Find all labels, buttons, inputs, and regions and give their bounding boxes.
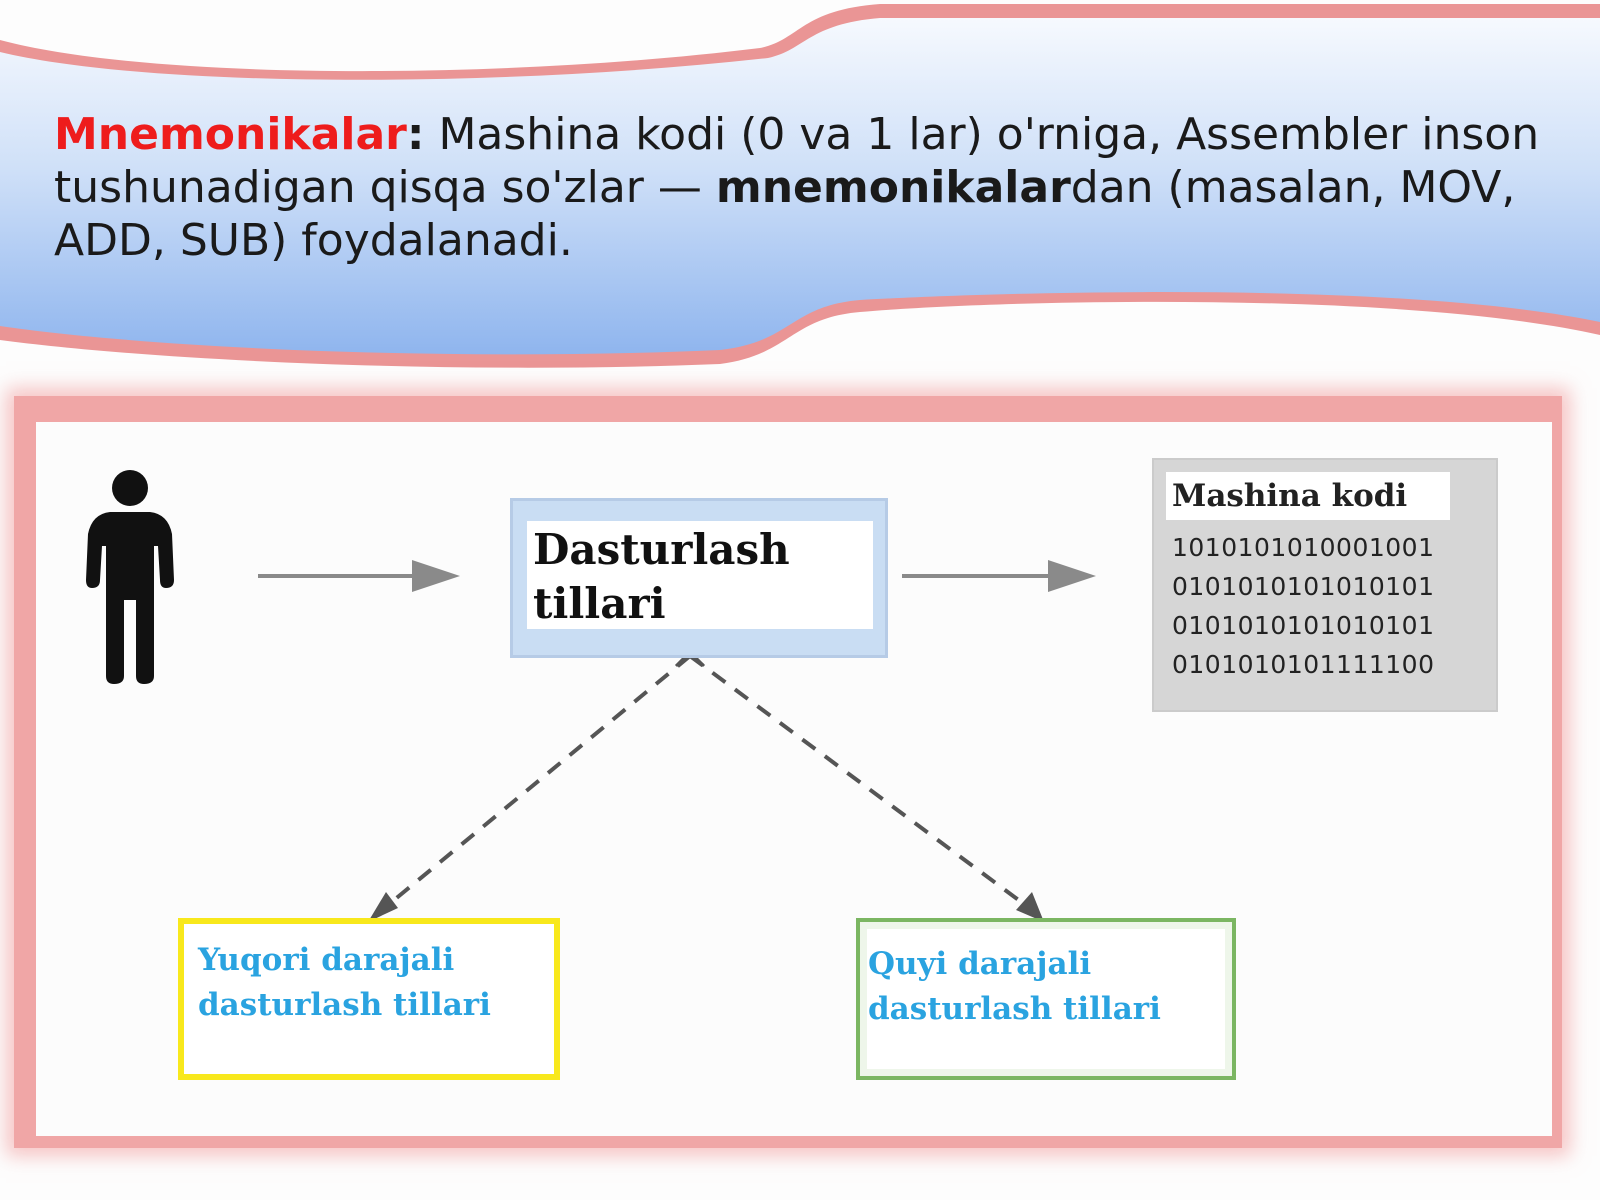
low-level-languages-label: Quyi darajali dasturlash tillari — [868, 946, 1161, 1027]
high-level-languages-label: Yuqori darajali dasturlash tillari — [198, 942, 491, 1023]
arrowhead-to-low-level — [1016, 892, 1044, 922]
dashed-arrow-to-low-level — [688, 654, 1034, 912]
banner-text-after: dan (masalan, MOV, ADD, SUB) foydalanadi… — [54, 162, 1516, 266]
diagram-connectors — [86, 470, 1096, 922]
machine-code-title: Mashina kodi — [1172, 478, 1408, 514]
arrowhead-to-high-level — [368, 892, 398, 922]
banner-text-before: Mashina kodi (0 va 1 lar) o'rniga, Assem… — [54, 109, 1540, 213]
bit-line: 0101010101111100 — [1172, 650, 1435, 679]
machine-code-title-box: Mashina kodi — [1166, 472, 1450, 520]
bit-line: 0101010101010101 — [1172, 611, 1435, 640]
banner-shape — [0, 4, 1600, 368]
arrowhead-languages-to-machine — [1048, 560, 1096, 592]
high-level-languages-box: Yuqori darajali dasturlash tillari — [178, 918, 560, 1080]
term-colon: : — [406, 109, 425, 160]
diagram-canvas: Dasturlash tillari Mashina kodi 10101010… — [36, 422, 1552, 1136]
programming-languages-box: Dasturlash tillari — [510, 498, 888, 658]
programming-languages-label: Dasturlash tillari — [533, 525, 790, 628]
machine-code-bits: 1010101010001001 0101010101010101 010101… — [1172, 528, 1435, 684]
low-level-languages-box: Quyi darajali dasturlash tillari — [856, 918, 1236, 1080]
arrowhead-person-to-languages — [412, 560, 460, 592]
machine-code-box: Mashina kodi 1010101010001001 0101010101… — [1152, 458, 1498, 712]
dashed-arrow-to-high-level — [380, 654, 692, 912]
person-icon — [86, 470, 174, 684]
mnemonics-term: Mnemonikalar — [54, 109, 407, 160]
bit-line: 0101010101010101 — [1172, 572, 1435, 601]
programming-languages-label-box: Dasturlash tillari — [527, 521, 873, 629]
bit-line: 1010101010001001 — [1172, 533, 1435, 562]
banner-text: Mnemonikalar: Mashina kodi (0 va 1 lar) … — [54, 108, 1554, 267]
banner-emphasis: mnemonikalar — [715, 162, 1071, 213]
